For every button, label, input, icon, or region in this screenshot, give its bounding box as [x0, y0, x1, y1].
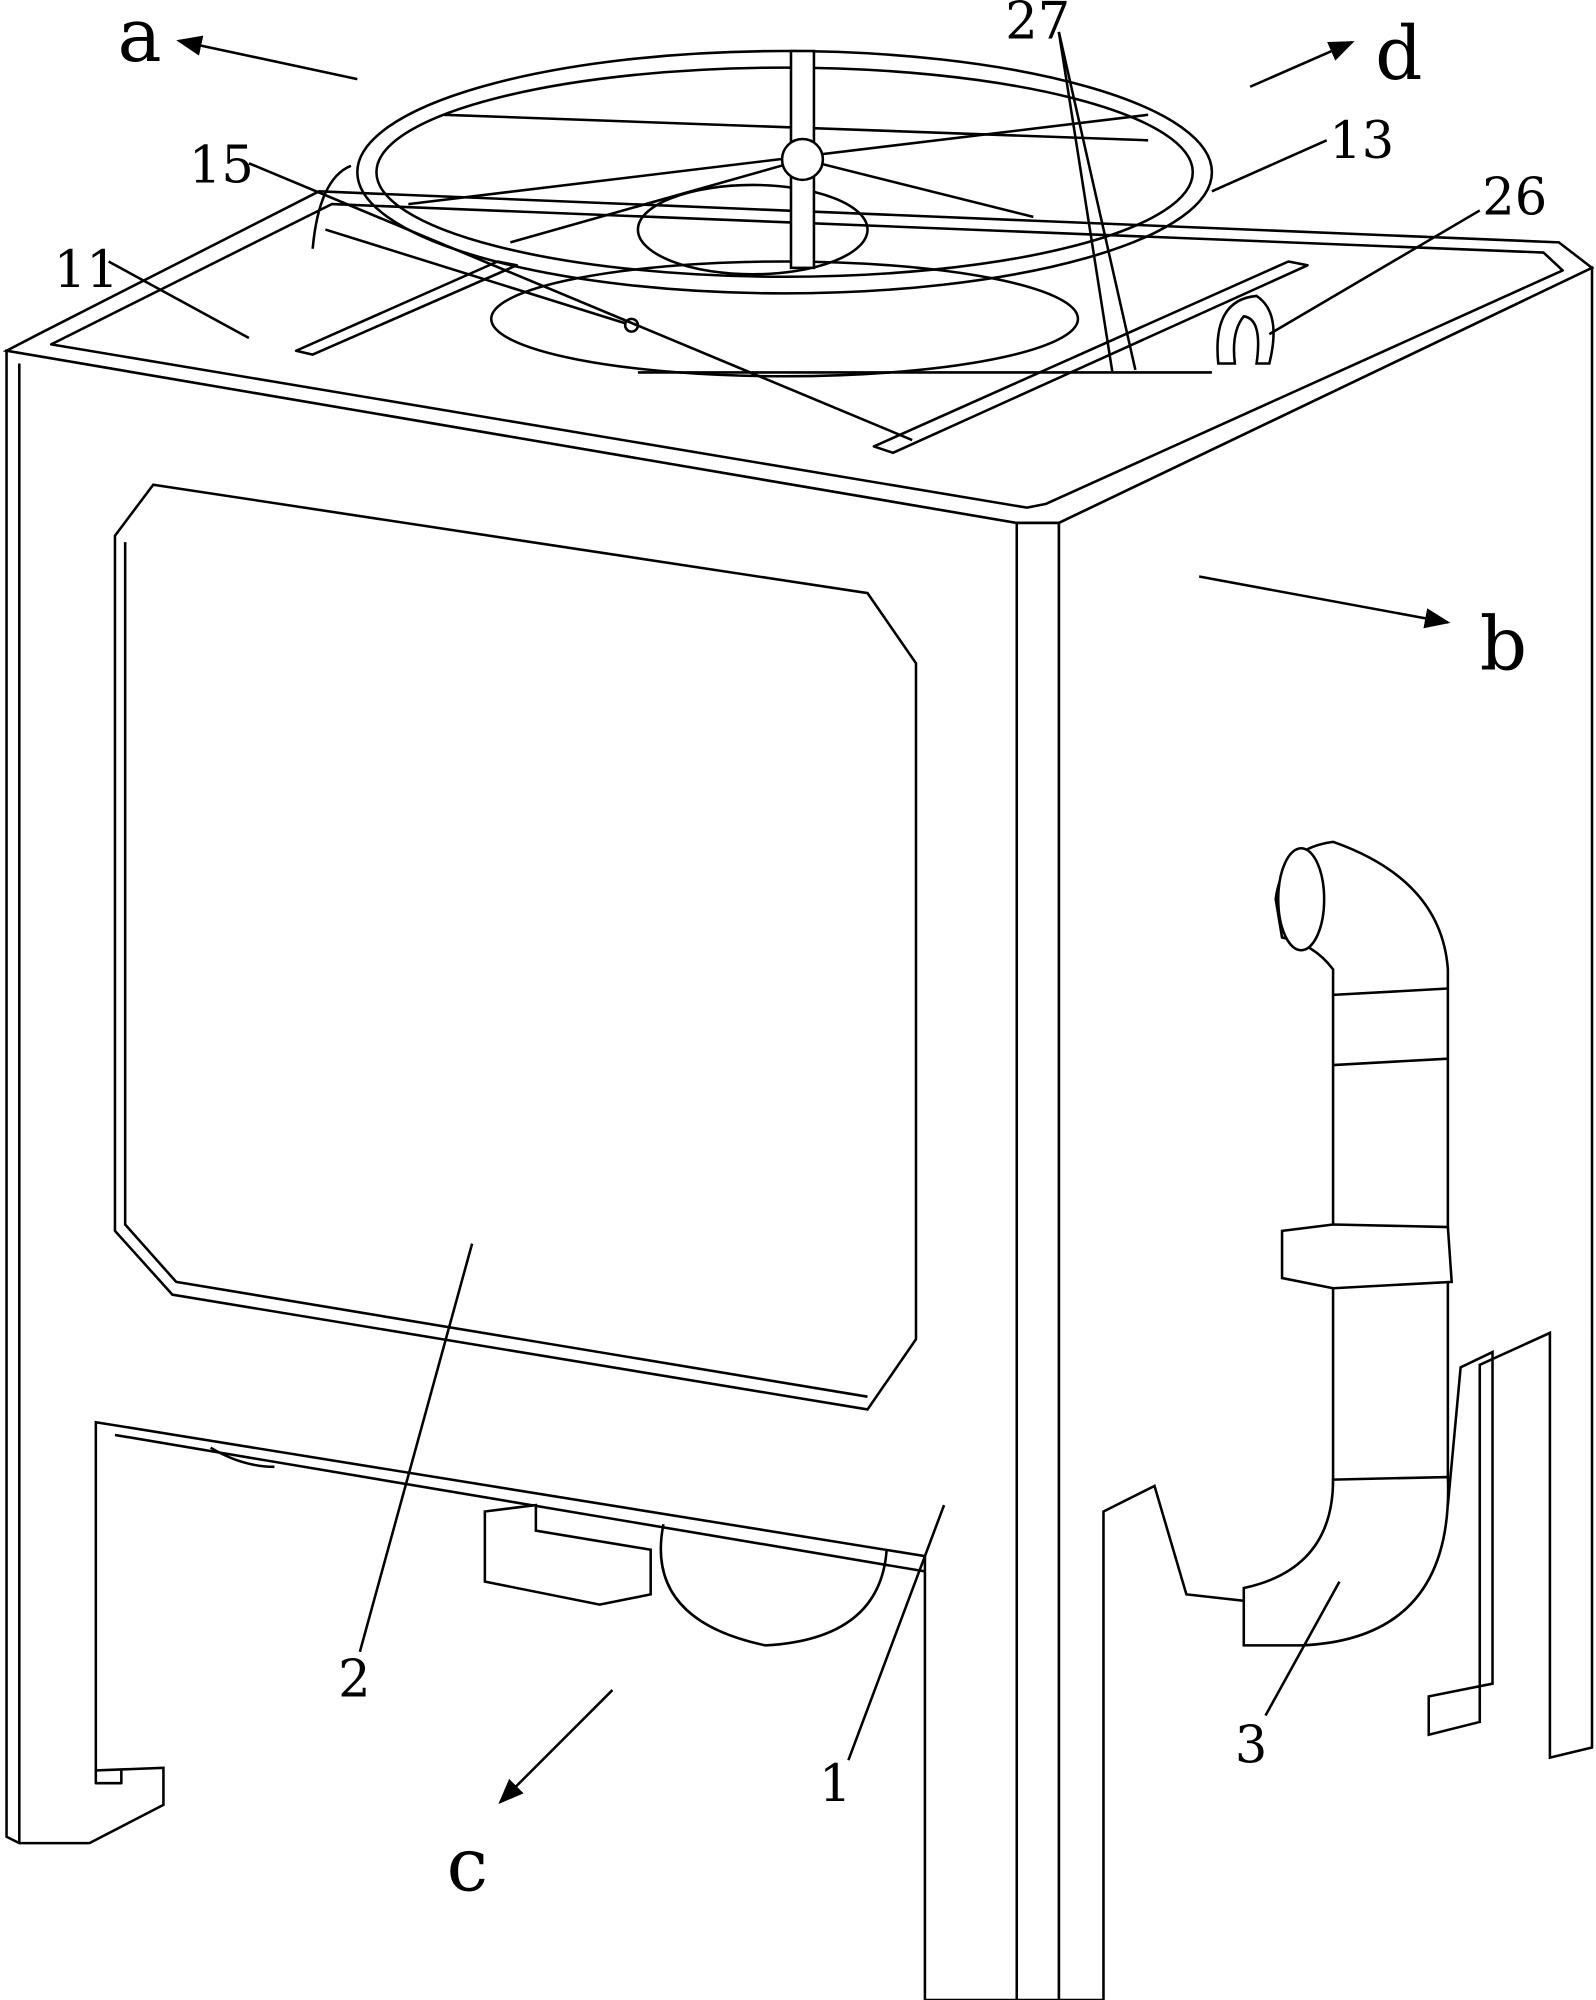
label-2: 2	[338, 1650, 370, 1709]
label-d: d	[1375, 11, 1422, 97]
label-13: 13	[1329, 112, 1394, 171]
pipe-opening	[1278, 848, 1324, 950]
label-26: 26	[1482, 168, 1547, 227]
label-3: 3	[1235, 1717, 1267, 1776]
label-b: b	[1480, 602, 1527, 688]
label-1: 1	[819, 1755, 851, 1814]
right-face	[1059, 268, 1592, 2000]
leader-13	[1212, 140, 1327, 191]
arrow-d	[1250, 42, 1352, 87]
label-a: a	[118, 0, 162, 79]
pipe-clamp	[1282, 1224, 1452, 1288]
hub	[782, 139, 823, 180]
window-panel	[115, 485, 916, 1410]
arrow-c	[500, 1690, 612, 1802]
label-27: 27	[1005, 0, 1070, 51]
spoke	[408, 115, 1148, 204]
spoke	[804, 159, 1034, 216]
label-c: c	[447, 1822, 488, 1908]
label-11: 11	[54, 241, 119, 300]
arrow-a	[179, 41, 358, 79]
label-15: 15	[189, 136, 254, 195]
